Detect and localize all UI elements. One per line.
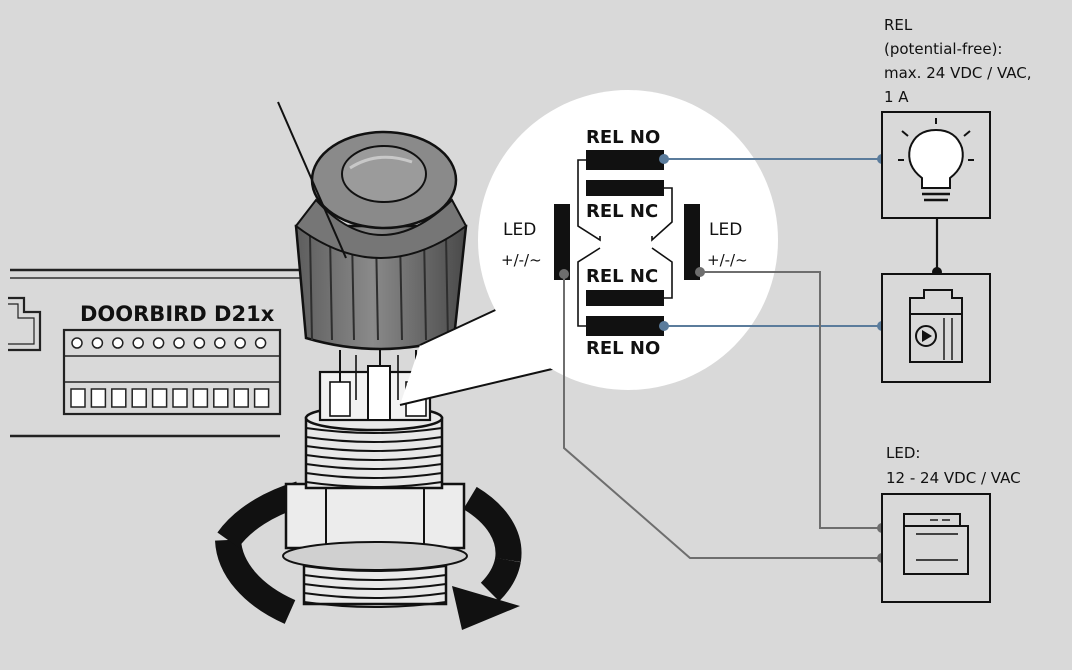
led-spec: LED: 12 - 24 VDC / VAC — [886, 444, 1021, 487]
thread-line — [303, 574, 447, 581]
terminal-slot — [192, 388, 209, 408]
thread-line — [303, 583, 447, 590]
led-left-polarity: +/-/~ — [501, 251, 542, 269]
thread-line — [305, 445, 443, 452]
thread-line — [305, 481, 443, 488]
terminal-slot — [151, 388, 168, 408]
terminal-slot — [90, 388, 107, 408]
ethernet-port-icon — [8, 296, 42, 352]
lamp-icon — [898, 118, 974, 202]
rel-spec-line3: max. 24 VDC / VAC, — [884, 64, 1032, 82]
terminal-slot — [111, 388, 127, 408]
terminal-block — [62, 328, 282, 416]
led-right-polarity: +/-/~ — [707, 251, 748, 269]
terminal-screw — [254, 337, 267, 349]
led-left-title: LED — [503, 220, 536, 240]
terminal-slot — [172, 388, 188, 408]
thread-line — [305, 436, 443, 443]
rel-nc-bottom-contact — [586, 290, 664, 306]
led-right-title: LED — [709, 220, 742, 240]
rel-no-top-label: REL NO — [586, 127, 660, 148]
terminal-slot — [253, 388, 270, 408]
led-right-contact — [684, 204, 700, 280]
thread-line — [305, 472, 443, 479]
thread-line — [305, 427, 443, 434]
din-rail-power-supply-icon — [903, 513, 969, 575]
terminal-screw — [132, 337, 144, 349]
rel-no-top-contact — [586, 150, 664, 170]
terminal-screw — [214, 337, 226, 349]
lamp-box — [881, 111, 991, 219]
cap-ridge — [329, 235, 333, 341]
terminal-slot — [70, 388, 86, 408]
thread-line — [303, 592, 447, 599]
relay-supply-box — [881, 273, 991, 383]
terminal-slot — [233, 388, 249, 408]
rel-nc-top-contact — [586, 180, 664, 196]
rel-nc-top-label: REL NC — [586, 201, 658, 222]
led-supply-box — [881, 493, 991, 603]
led-left-contact — [554, 204, 570, 280]
cap-ridge — [445, 235, 449, 341]
terminal-screw — [152, 337, 165, 349]
terminal-slot — [131, 388, 147, 408]
rel-spec-line2: (potential-free): — [884, 40, 1002, 58]
thread-line — [305, 463, 443, 470]
terminal-screw — [112, 337, 124, 349]
rel-no-bottom-label: REL NO — [586, 338, 660, 359]
cap-ridge — [309, 235, 313, 341]
rotation-arrow-icon — [215, 481, 522, 630]
cap-ridge — [423, 235, 427, 341]
thread-line — [305, 454, 443, 461]
led-spec-line1: LED: — [886, 444, 920, 462]
rel-spec-line4: 1 A — [884, 88, 909, 106]
terminal-screw — [193, 337, 206, 349]
terminal-slot — [213, 388, 229, 408]
thread-line — [303, 601, 447, 608]
led-spec-line2: 12 - 24 VDC / VAC — [886, 469, 1021, 487]
rel-nc-bottom-label: REL NC — [586, 266, 658, 287]
rel-spec-line1: REL — [884, 16, 913, 34]
terminal-screw — [173, 337, 185, 349]
device-name: DOORBIRD D21x — [80, 302, 275, 326]
din-rail-power-supply-icon — [909, 289, 963, 363]
terminal-screw — [71, 337, 83, 349]
doorbird-device-panel: DOORBIRD D21x — [8, 268, 300, 438]
terminal-screw — [234, 337, 246, 349]
contact-callout: REL NO REL NC REL NC REL NO LED +/-/~ LE… — [399, 90, 778, 406]
switch-cap — [294, 130, 468, 351]
rel-no-bottom-contact — [586, 316, 664, 336]
rel-spec: REL (potential-free): max. 24 VDC / VAC,… — [884, 16, 1032, 106]
terminal-screw — [91, 337, 104, 349]
leader-line — [277, 101, 347, 259]
